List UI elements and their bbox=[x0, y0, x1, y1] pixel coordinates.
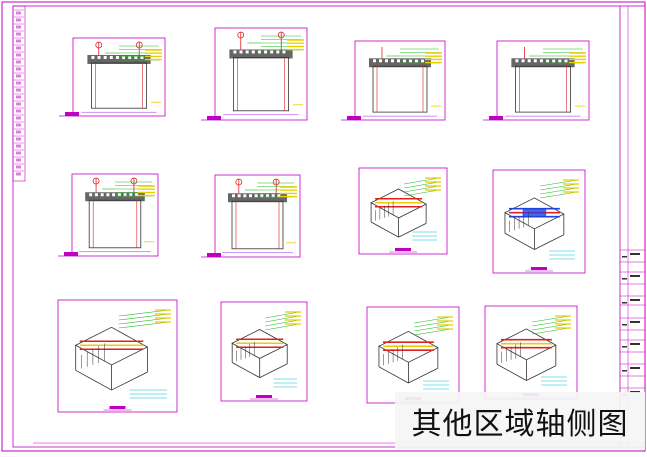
section-axonometric-5 bbox=[366, 306, 460, 404]
section-axonometric-1 bbox=[358, 167, 448, 255]
sections-layer bbox=[57, 27, 590, 413]
title-block bbox=[619, 6, 645, 447]
section-elevation-2 bbox=[201, 27, 308, 121]
section-elevation-4 bbox=[483, 40, 590, 121]
section-axonometric-3 bbox=[57, 299, 178, 413]
drawing-caption: 其他区域轴侧图 bbox=[411, 407, 629, 442]
section-elevation-6 bbox=[201, 174, 301, 258]
left-binding-strip bbox=[14, 9, 24, 176]
section-elevation-3 bbox=[341, 40, 446, 121]
section-axonometric-6 bbox=[484, 305, 578, 400]
section-elevation-1 bbox=[59, 37, 166, 117]
section-elevation-5 bbox=[58, 173, 159, 257]
section-axonometric-2 bbox=[492, 169, 586, 274]
section-axonometric-4 bbox=[220, 301, 308, 402]
caption-overlay: 其他区域轴侧图 bbox=[395, 392, 645, 450]
